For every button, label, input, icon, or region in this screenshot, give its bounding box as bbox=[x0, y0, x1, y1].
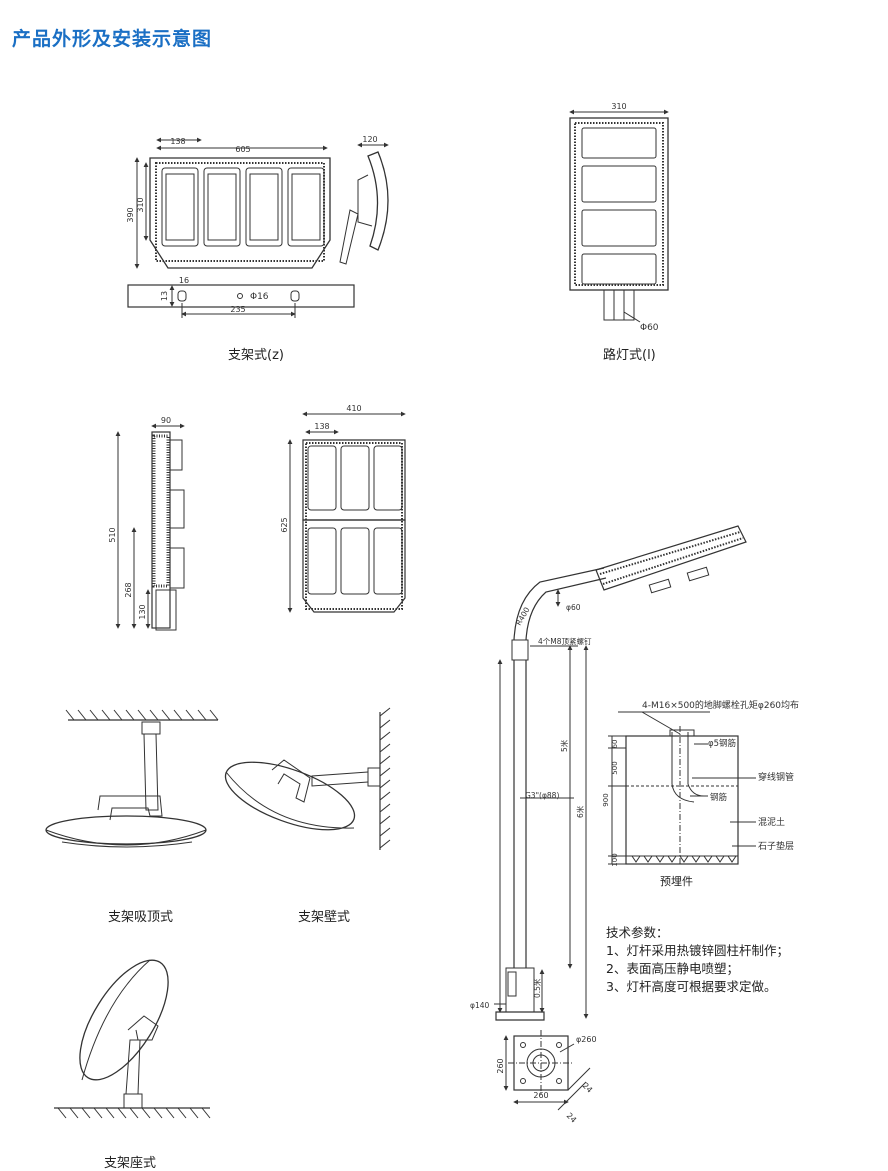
dim-phi60-pole: φ60 bbox=[566, 603, 581, 612]
dim-310: 310 bbox=[136, 197, 145, 212]
caption-street-l: 路灯式(l) bbox=[603, 348, 656, 363]
wall-mount-illustration bbox=[224, 707, 391, 850]
tech-item: 3、灯杆高度可根据要求定做。 bbox=[606, 979, 777, 994]
foundation-section bbox=[608, 711, 756, 866]
caption-seat: 支架座式 bbox=[104, 1156, 157, 1171]
dim-260-horizontal: 260 bbox=[533, 1091, 548, 1100]
street-light-view bbox=[569, 109, 669, 323]
conduit-label: 穿线钢管 bbox=[758, 771, 794, 783]
tech-item: 1、灯杆采用热镀锌圆柱杆制作； bbox=[606, 943, 789, 958]
tech-item: 2、表面高压静电喷塑； bbox=[606, 961, 739, 976]
dim-138-double: 138 bbox=[314, 422, 329, 431]
dim-5m: 5米 bbox=[559, 739, 569, 752]
dim-500-foundation: 500 bbox=[611, 761, 619, 774]
dim-0-5m: 0.5米 bbox=[532, 978, 542, 998]
concrete-label: 混泥土 bbox=[758, 816, 785, 828]
tech-heading: 技术参数： bbox=[606, 925, 669, 940]
gravel-label: 石子垫层 bbox=[758, 840, 794, 852]
dim-605: 605 bbox=[235, 145, 250, 154]
dim-13: 13 bbox=[160, 291, 169, 301]
tech-params: 技术参数： 1、灯杆采用热镀锌圆柱杆制作； 2、表面高压静电喷塑； 3、灯杆高度… bbox=[606, 924, 789, 996]
caption-bracket-z: 支架式(z) bbox=[228, 348, 284, 363]
bracket-front-view bbox=[134, 137, 331, 269]
dim-phi60: Φ60 bbox=[640, 323, 659, 333]
caption-ceiling: 支架吸顶式 bbox=[108, 910, 174, 925]
dim-310-street: 310 bbox=[611, 102, 626, 111]
dim-410: 410 bbox=[346, 404, 361, 413]
side-view-tall bbox=[115, 423, 185, 631]
dim-16: 16 bbox=[179, 276, 189, 285]
seat-mount-illustration bbox=[54, 959, 211, 1119]
dim-138: 138 bbox=[170, 137, 185, 146]
double-module-view bbox=[287, 411, 406, 613]
dim-phi260: φ260 bbox=[576, 1035, 597, 1044]
dim-60-foundation: 60 bbox=[611, 740, 619, 749]
m8-screws-label: 4个M8顶紧螺钉 bbox=[538, 636, 592, 646]
bracket-bar bbox=[127, 284, 355, 318]
dim-r400: R400 bbox=[514, 605, 532, 627]
base-plate-plan bbox=[503, 1030, 591, 1111]
dim-24-a: 24 bbox=[581, 1081, 595, 1095]
rebar-label: 钢筋 bbox=[710, 792, 727, 803]
rebar5-label: φ5钢筋 bbox=[708, 738, 736, 749]
dim-24-b: 24 bbox=[565, 1111, 579, 1125]
dim-100-foundation: 100 bbox=[611, 853, 619, 866]
caption-embedded: 预埋件 bbox=[660, 875, 693, 888]
dim-625: 625 bbox=[280, 517, 289, 532]
dim-phi16: Φ16 bbox=[250, 292, 269, 302]
dim-268: 268 bbox=[124, 582, 133, 597]
dim-6m: 6米 bbox=[575, 805, 585, 818]
dim-510: 510 bbox=[108, 527, 117, 542]
pole-drawing bbox=[494, 525, 747, 1021]
dim-90: 90 bbox=[161, 416, 171, 425]
dim-phi140: φ140 bbox=[470, 1001, 489, 1010]
dim-260-vertical: 260 bbox=[496, 1058, 505, 1073]
anchor-bolt-spec: 4-M16×500的地脚螺栓孔矩φ260均布 bbox=[642, 699, 799, 711]
caption-wall: 支架壁式 bbox=[298, 910, 351, 925]
pipe-spec-label: G3"(φ88) bbox=[525, 791, 559, 800]
page-title: 产品外形及安装示意图 bbox=[12, 28, 213, 50]
bracket-side-view bbox=[339, 142, 389, 265]
dim-235: 235 bbox=[230, 305, 245, 314]
dim-900-foundation: 900 bbox=[602, 793, 610, 806]
dim-130: 130 bbox=[138, 604, 147, 619]
dim-120: 120 bbox=[362, 135, 377, 144]
ceiling-mount-illustration bbox=[45, 709, 219, 848]
dim-390: 390 bbox=[126, 207, 135, 222]
